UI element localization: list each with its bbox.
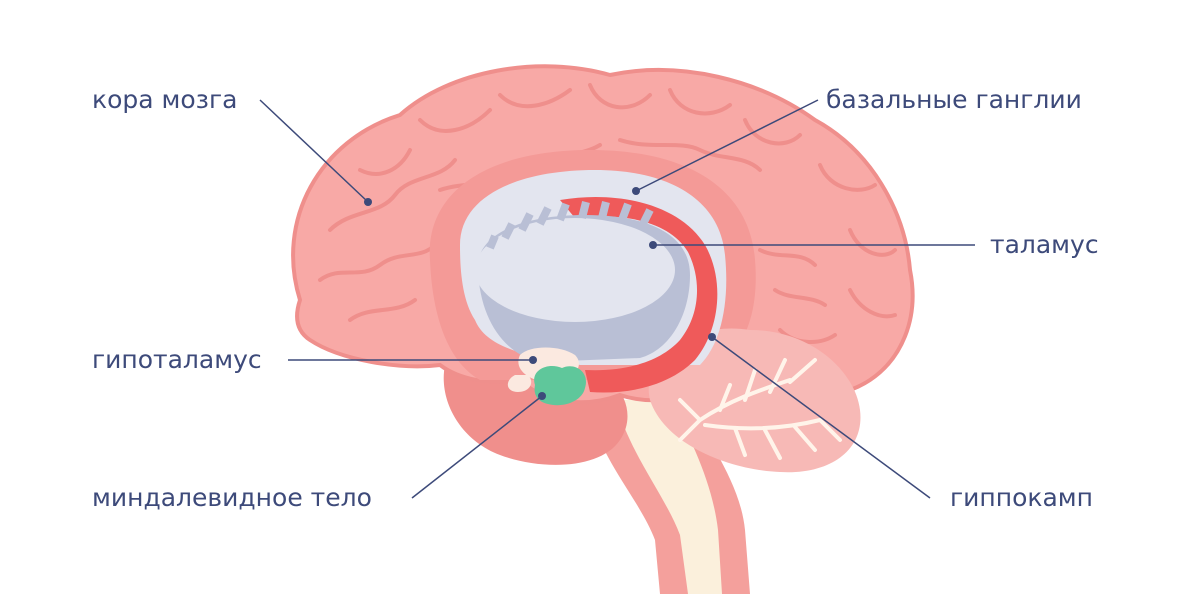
leader-dot-cortex: [364, 198, 372, 206]
leader-dot-hippocampus: [708, 333, 716, 341]
leader-line-cortex: [259, 99, 369, 203]
cerebellum-tree: [678, 358, 842, 460]
label-cortex: кора мозга: [92, 85, 238, 114]
leader-line-amygdala: [411, 395, 543, 499]
leader-dot-thalamus: [649, 241, 657, 249]
cortex-gyri: [318, 83, 897, 344]
leader-line-basal-ganglia: [635, 99, 819, 192]
label-hypothalamus: гипоталамус: [92, 345, 262, 374]
cerebellum: [648, 328, 861, 473]
label-amygdala: миндалевидное тело: [92, 483, 372, 512]
pituitary: [507, 375, 532, 392]
thalamus-shape: [475, 201, 690, 362]
label-thalamus: таламус: [990, 230, 1099, 259]
label-hippocampus: гиппокамп: [950, 483, 1093, 512]
leader-lines: [259, 99, 975, 499]
leader-dot-amygdala: [538, 392, 546, 400]
label-basal-ganglia: базальные ганглии: [826, 85, 1082, 114]
basal-ganglia-striations: [486, 201, 654, 250]
leader-dot-basal-ganglia: [632, 187, 640, 195]
amygdala-shape: [534, 365, 586, 406]
leader-dots: [364, 187, 716, 400]
leader-dot-hypothalamus: [529, 356, 537, 364]
leader-line-hippocampus: [711, 336, 931, 499]
hippocampus-arc: [560, 197, 718, 393]
